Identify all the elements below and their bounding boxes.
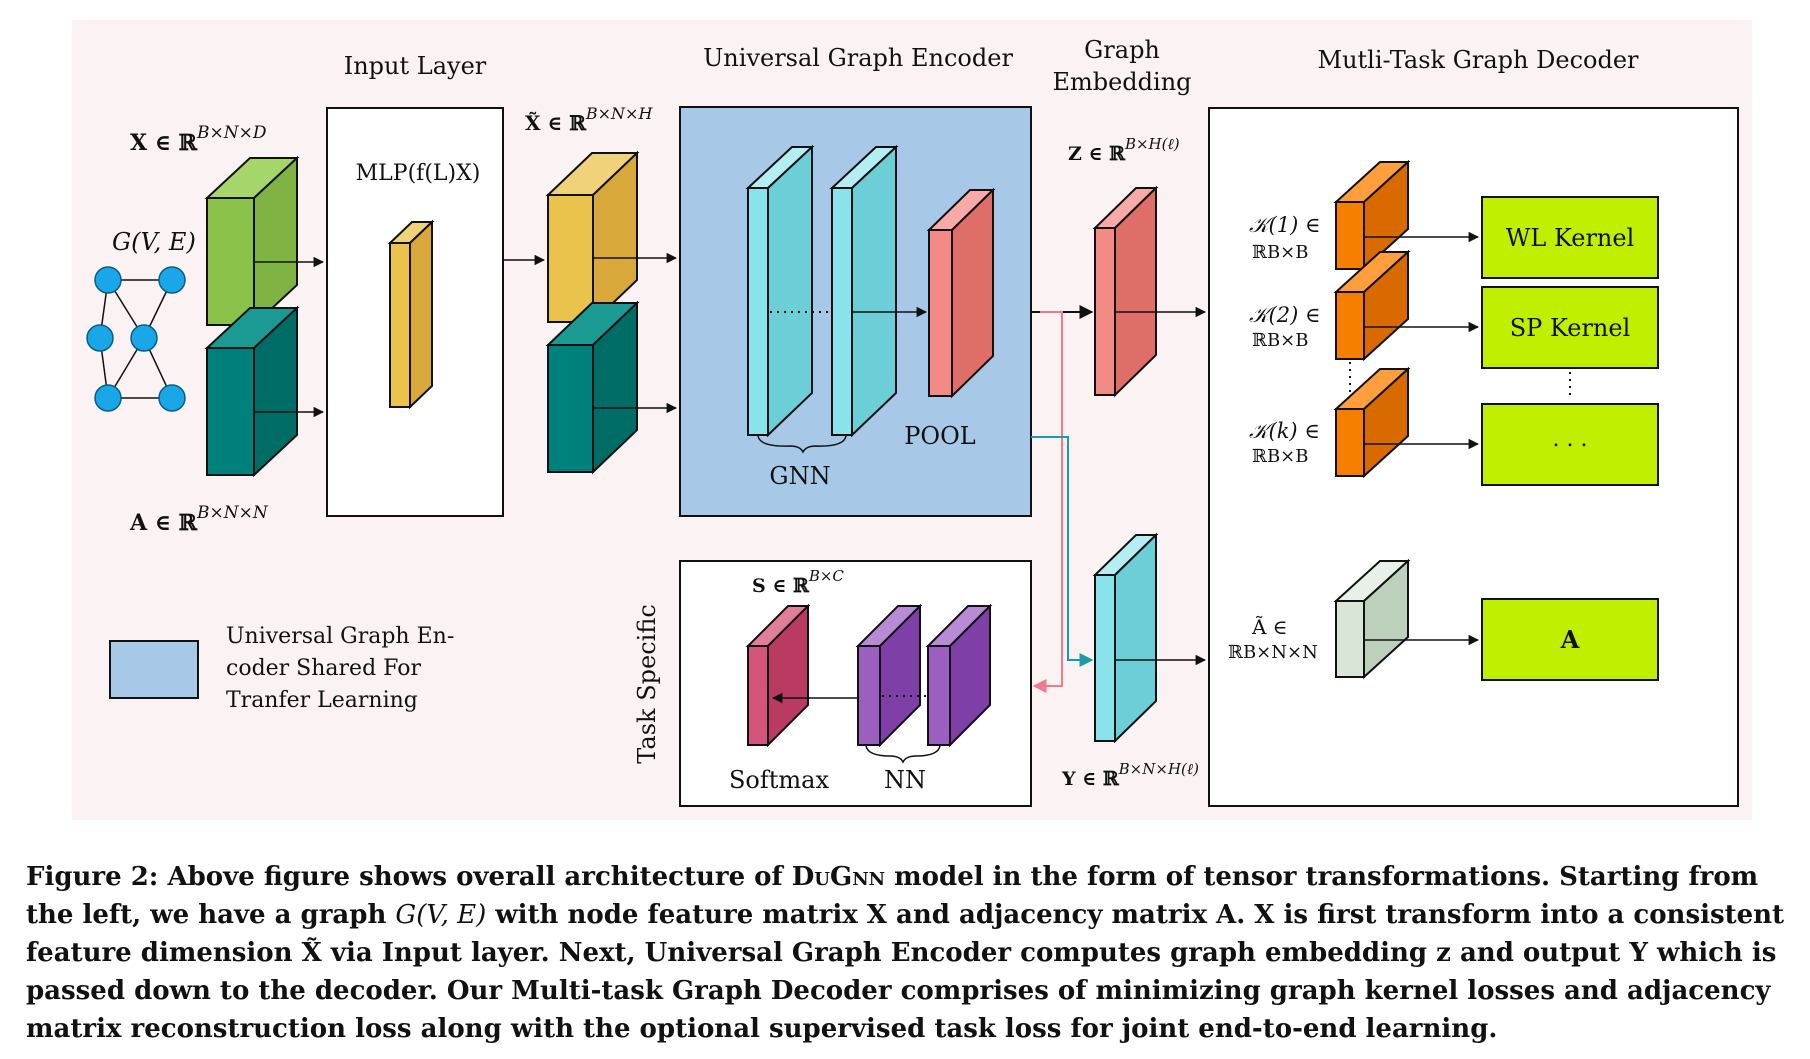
graph-node: [94, 266, 122, 294]
graph-node: [130, 324, 158, 352]
graph-node: [86, 324, 114, 352]
graph-node: [158, 266, 186, 294]
x-tilde-cube: [545, 150, 640, 325]
kk-label-1: 𝒦(k) ∈: [1249, 419, 1320, 443]
caption-graph-math: G(V, E): [395, 900, 487, 930]
graph-label: G(V, E): [112, 228, 196, 256]
a-tensor-label: A ∈ ℝB×N×N: [129, 503, 269, 536]
softmax-label: Softmax: [729, 766, 829, 794]
figure-caption: Figure 2: Above figure shows overall arc…: [26, 858, 1786, 1048]
x-tensor-label: X ∈ ℝB×N×D: [130, 123, 267, 156]
y-label: Y ∈ ℝB×N×H(ℓ): [1061, 760, 1199, 790]
z-label: Z ∈ ℝB×H(ℓ): [1068, 135, 1180, 165]
caption-prefix: Figure 2: Above figure shows overall arc…: [26, 862, 792, 892]
graph-embedding-title-2: Embedding: [1052, 68, 1191, 96]
nn-layer-1: [855, 603, 923, 748]
a-tilde-label-1: Ã ∈: [1251, 615, 1288, 639]
caption-model-name: DuGnn: [791, 862, 886, 892]
mlp-label: MLP(f(L)X): [356, 161, 481, 186]
k2-label-1: 𝒦(2) ∈: [1249, 303, 1320, 327]
caption-xtilde: X̃: [301, 938, 322, 968]
k1-label-1: 𝒦(1) ∈: [1249, 213, 1320, 237]
nn-layer-2: [925, 603, 993, 748]
legend-text-3: Tranfer Learning: [226, 688, 418, 713]
gnn-label: GNN: [769, 462, 830, 490]
sp-kernel-label: SP Kernel: [1510, 314, 1631, 342]
pool-label: POOL: [904, 422, 976, 450]
legend-text-2: coder Shared For: [226, 656, 421, 681]
graph-nodes: [86, 266, 186, 412]
graph-node: [94, 384, 122, 412]
x-tilde-label: X̃ ∈ ℝB×N×H: [525, 104, 653, 135]
wl-kernel-label: WL Kernel: [1506, 224, 1635, 252]
y-output-layer: [1092, 532, 1159, 744]
sp-kernel-box: [1481, 286, 1659, 369]
graph-node: [158, 384, 186, 412]
nn-brace: [865, 745, 941, 764]
ellipsis-kernel-label: . . .: [1553, 427, 1588, 452]
legend-text-1: Universal Graph En-: [226, 624, 454, 649]
graph-embedding-title-1: Graph: [1084, 36, 1160, 64]
a-reconstruction-label: A: [1560, 625, 1580, 654]
x-feature-cube: [204, 155, 300, 328]
z-embedding-layer: [1092, 185, 1159, 398]
ellipsis-kernel-box: [1481, 403, 1659, 486]
caption-part-1: model in the form of tensor transformati…: [26, 862, 1759, 930]
softmax-layer: [745, 603, 811, 748]
input-layer-title: Input Layer: [344, 52, 487, 80]
caption-part-3: via Input layer. Next, Universal Graph E…: [26, 938, 1777, 1044]
output-path-arrow: [1031, 436, 1094, 667]
k2-label-2: ℝB×B: [1252, 330, 1309, 351]
a-reconstruction-box: [1481, 598, 1659, 681]
mlp-layer: [387, 219, 435, 410]
task-specific-label: Task Specific: [633, 604, 661, 764]
a-adjacency-cube: [204, 305, 300, 478]
kernel-cube-k: [1333, 366, 1411, 479]
decoder-title: Mutli-Task Graph Decoder: [1318, 46, 1640, 74]
nn-label: NN: [884, 766, 926, 794]
gnn-brace: [757, 435, 847, 454]
caption-part-2: with node feature matrix X and adjacency…: [26, 900, 1785, 968]
s-label: S ∈ ℝB×C: [752, 567, 844, 597]
universal-encoder-title: Universal Graph Encoder: [703, 44, 1013, 72]
kk-label-2: ℝB×B: [1252, 446, 1309, 467]
k1-label-2: ℝB×B: [1252, 242, 1309, 263]
gnn-layer-1: [745, 144, 815, 438]
wl-kernel-box: [1481, 196, 1659, 279]
legend-swatch: [109, 640, 199, 699]
a-tilde-cube: [1333, 558, 1411, 680]
gnn-layer-2: [829, 144, 899, 438]
kernel-cube-1: [1333, 159, 1411, 272]
architecture-figure: Input Layer Universal Graph Encoder Grap…: [72, 20, 1752, 820]
pool-layer: [926, 187, 996, 399]
supervised-path-arrow: [1032, 311, 1063, 693]
a-tilde-label-2: ℝB×N×N: [1228, 642, 1318, 663]
kernel-cube-2: [1333, 249, 1411, 362]
